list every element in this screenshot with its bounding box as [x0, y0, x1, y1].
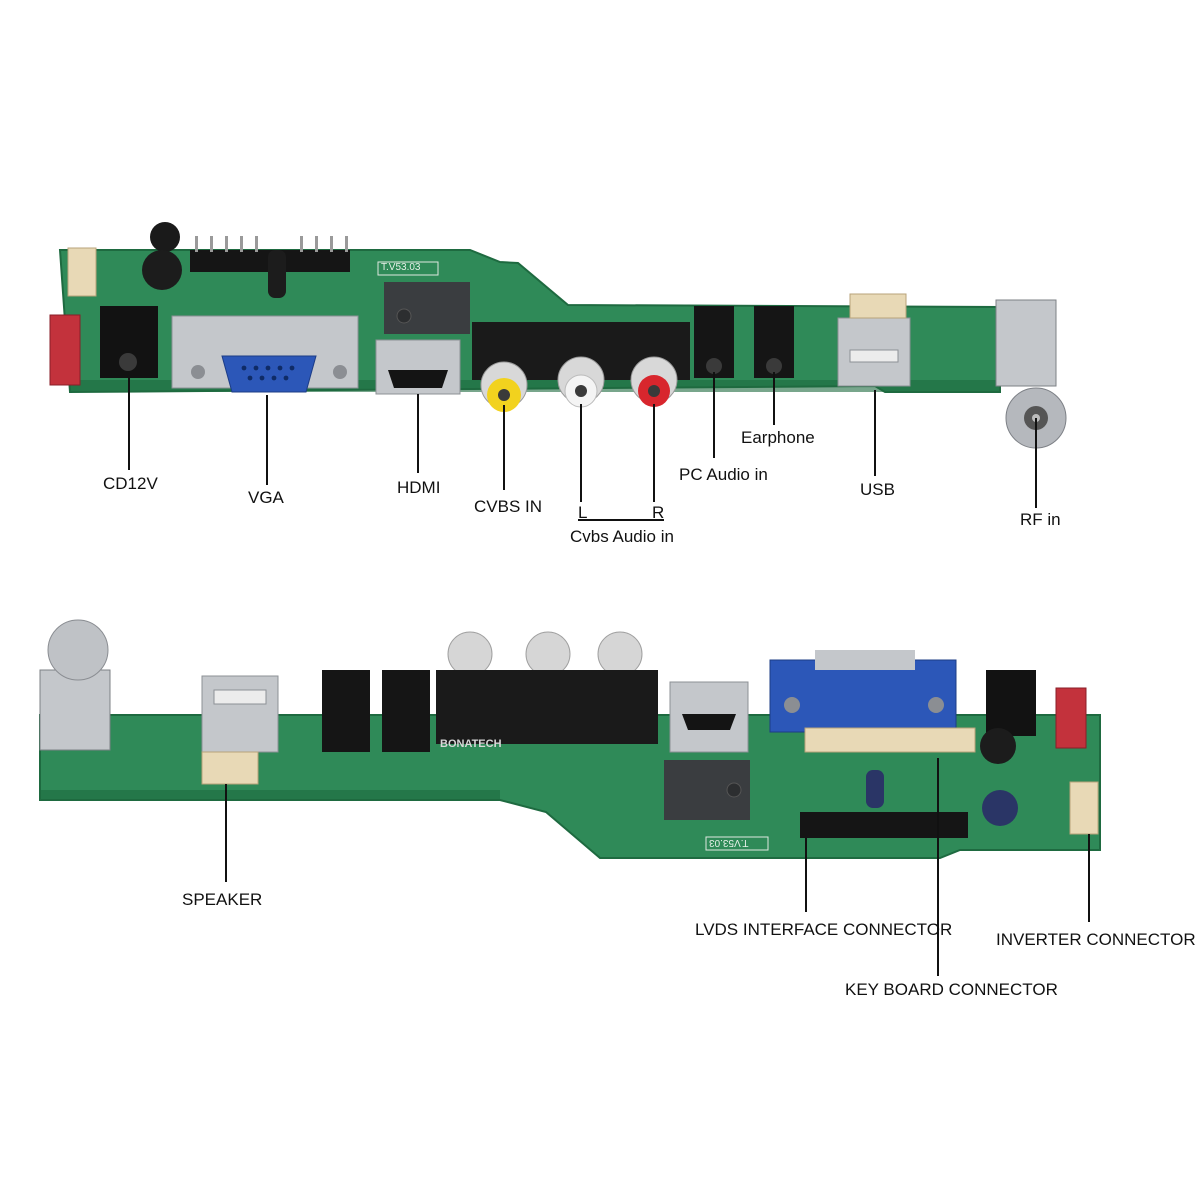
label-rf-in: RF in — [1020, 510, 1061, 529]
label-cd12v: CD12V — [103, 474, 158, 493]
top-hdmi-connector — [375, 339, 461, 395]
label-left: L — [578, 503, 588, 522]
top-beige-connector — [67, 247, 97, 297]
bottom-silkscreen: T.V53.03 — [709, 837, 749, 848]
top-rca-yellow — [480, 361, 528, 412]
top-vga-connector — [171, 315, 359, 393]
top-dc-jack-hole — [119, 353, 137, 371]
label-cvbs-audio-in: Cvbs Audio in — [570, 527, 674, 546]
bottom-lvds-beige — [804, 727, 976, 753]
top-red-connector — [49, 314, 81, 386]
top-capacitor-b — [142, 250, 182, 290]
bottom-pin-header — [800, 812, 968, 838]
label-keyboard-connector: KEY BOARD CONNECTOR — [845, 980, 1058, 999]
bottom-rca-block — [436, 670, 658, 744]
top-rca-red — [630, 356, 678, 407]
bottom-board — [39, 619, 1101, 859]
bottom-vga-connector — [769, 650, 957, 733]
label-pc-audio-in: PC Audio in — [679, 465, 768, 484]
top-capacitor-a — [150, 222, 180, 252]
label-usb: USB — [860, 480, 895, 499]
top-rf-connector — [995, 299, 1067, 449]
bottom-red-connector — [1055, 687, 1087, 749]
bottom-rf-connector — [39, 669, 111, 751]
label-cvbs-in: CVBS IN — [474, 497, 543, 516]
top-rca-white — [557, 356, 605, 408]
top-speaker-connector — [849, 293, 907, 319]
label-hdmi: HDMI — [397, 478, 441, 497]
bottom-inverter-connector — [1069, 781, 1099, 835]
label-speaker: SPEAKER — [182, 890, 263, 909]
label-inverter-connector: INVERTER CONNECTOR — [996, 930, 1196, 949]
top-board — [49, 222, 1067, 449]
bottom-dc-jack — [986, 670, 1036, 736]
top-chip-logo — [396, 308, 412, 324]
bottom-speaker-connector — [201, 751, 259, 785]
bottom-brand: BONATECH — [440, 738, 502, 750]
top-main-chip — [384, 282, 470, 334]
bottom-audio-jack-b — [382, 670, 430, 752]
top-leader-lines — [128, 372, 1037, 521]
label-vga: VGA — [248, 488, 284, 507]
bottom-usb-port — [201, 675, 279, 753]
top-capacitor-c — [268, 250, 286, 298]
label-right: R — [652, 503, 665, 522]
bottom-audio-jack-a — [322, 670, 370, 752]
label-lvds-connector: LVDS INTERFACE CONNECTOR — [695, 920, 953, 939]
bottom-leader-lines — [225, 758, 1090, 976]
label-earphone: Earphone — [741, 428, 815, 447]
top-silkscreen: T.V53.03 — [381, 262, 421, 273]
